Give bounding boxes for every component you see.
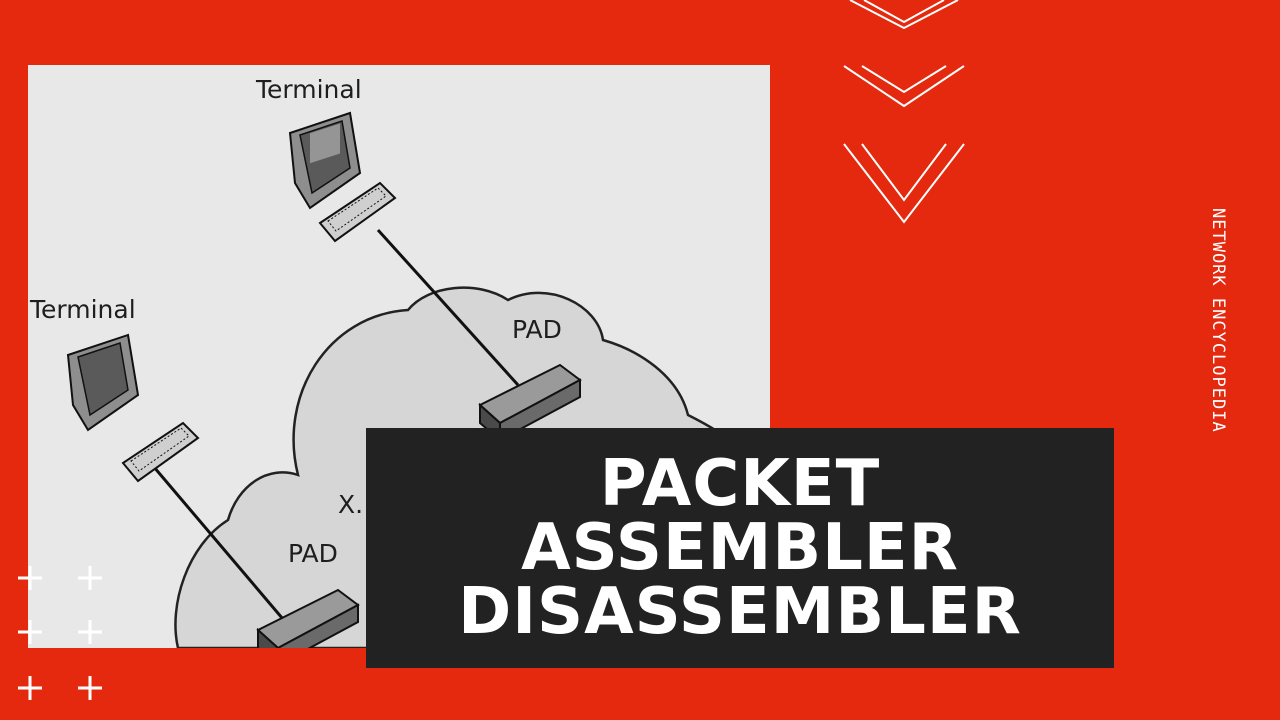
title-line-2: ASSEMBLER — [521, 511, 959, 585]
pad-device-icon — [256, 588, 360, 648]
computer-icon — [288, 111, 397, 243]
title-line-1: PACKET — [599, 447, 881, 521]
side-caption: NETWORK ENCYCLOPEDIA — [1208, 208, 1228, 433]
pad-left-label: PAD — [288, 539, 338, 568]
plus-icon — [18, 566, 102, 700]
link-left-terminal-pad — [146, 459, 290, 626]
title-banner: PACKET ASSEMBLER DISASSEMBLER — [366, 428, 1114, 668]
terminal-top-label: Terminal — [256, 75, 362, 104]
title-line-3: DISASSEMBLER — [458, 575, 1022, 649]
chevron-down-icon — [843, 0, 965, 224]
computer-icon — [66, 333, 200, 483]
network-label: X. — [338, 490, 364, 519]
pad-right-label: PAD — [512, 315, 562, 344]
terminal-left-label: Terminal — [30, 295, 136, 324]
link-top-terminal-pad — [376, 228, 520, 387]
